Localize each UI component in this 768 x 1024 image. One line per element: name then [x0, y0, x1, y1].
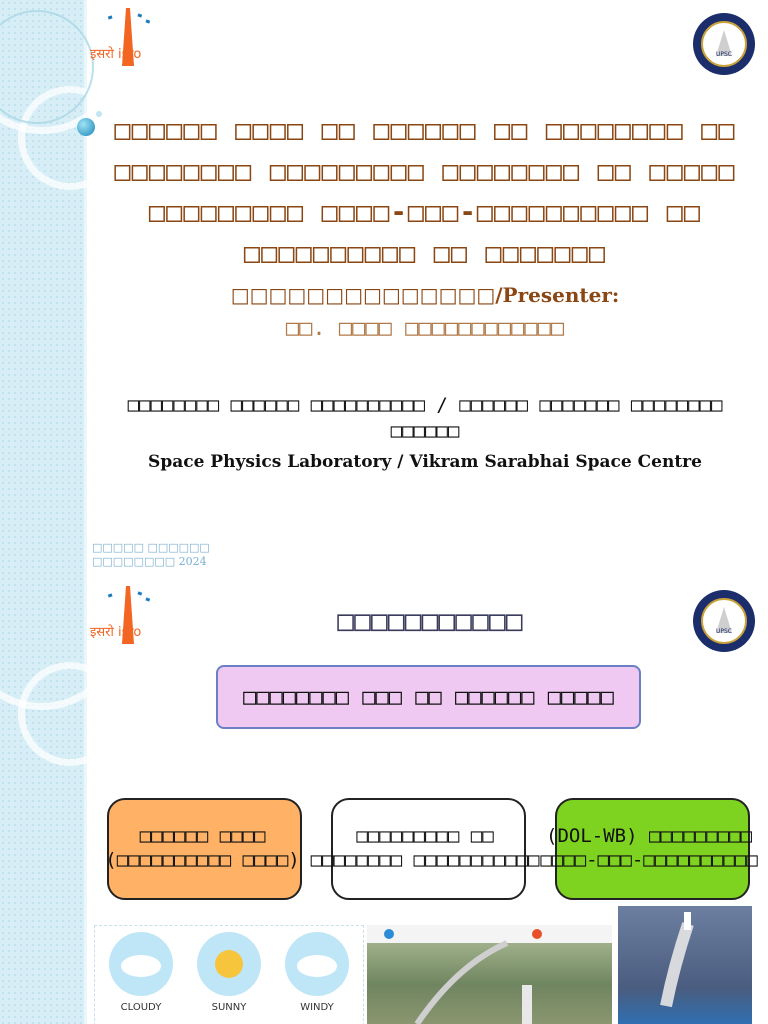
organization-hindi: □□□□□□□□ □□□□□□ □□□□□□□□□□ / □□□□□□ □□□□… [127, 394, 723, 442]
upsc-emblem: UPSC [693, 590, 755, 652]
isro-logo-text: इसरो isro [90, 624, 141, 640]
footer-line: □□□□□ □□□□□□ [92, 541, 210, 554]
weather-label: CLOUDY [121, 1002, 163, 1013]
title-line: □□□□□□□□□ □□□□-□□□-□□□□□□□□□□ □□ [148, 197, 702, 228]
footer-line: □□□□□□□□ 2024 [92, 555, 207, 568]
topic-box-launch-text: □□□□□□□□□ □□ □□□□□□□□ □□□□□□□□□□□ [310, 824, 540, 872]
footer-date: □□□□□ □□□□□□ □□□□□□□□ 2024 [92, 541, 210, 569]
weather-icons-image: CLOUDY SUNNY WINDY [94, 925, 364, 1024]
decorative-ring [18, 662, 122, 766]
box-line: □□□□□□□□□ □□ [356, 825, 494, 847]
upsc-emblem: UPSC [693, 13, 755, 75]
presenter-name: □□. □□□□ □□□□□□□□□□□□ [285, 316, 565, 341]
slide-heading: □□□□□□□□□□□ [337, 604, 523, 637]
box-line: □□□□□□ □□□□ [139, 825, 266, 847]
presenter-label: □□□□□□□□□□□□□□/Presenter: [230, 283, 620, 307]
isro-logo: इसरो isro [90, 586, 151, 644]
outline-slide: इसरो isro UPSC □□□□□□□□□□□ □□□□□□□□ □□□ … [0, 576, 768, 1024]
topic-box-launch [331, 798, 526, 900]
title-slide: इसरो isro UPSC □□□□□□ □□□□ □□ □□□□□□ □□ … [0, 0, 755, 576]
isro-logo: इसरो isro [90, 8, 151, 66]
box-line: (□□□□□□□□□□ □□□□) [105, 849, 300, 871]
launch-site-photo [367, 925, 612, 1024]
svg-text:UPSC: UPSC [716, 628, 732, 635]
box-line: (DOL-WB) □□□□□□□□□ [546, 825, 752, 847]
decorative-bullet-dot [77, 118, 95, 136]
weather-label: SUNNY [212, 1002, 248, 1013]
topic-box-weather [107, 798, 302, 900]
rocket-launch-photo [618, 906, 752, 1024]
weather-label: WINDY [300, 1002, 334, 1013]
title-line: □□□□□□□□ □□□□□□□□□ □□□□□□□□ □□ □□□□□ [114, 156, 736, 187]
topic-box-dolwb [555, 798, 750, 900]
topic-banner: □□□□□□□□ □□□ □□ □□□□□□ □□□□□ [216, 665, 641, 729]
topic-box-dolwb-text: (DOL-WB) □□□□□□□□□ □□□□-□□□-□□□□□□□□□□ [530, 824, 768, 872]
svg-text:UPSC: UPSC [716, 51, 732, 58]
decorative-ring [0, 10, 94, 124]
box-line: □□□□-□□□-□□□□□□□□□□ [540, 849, 758, 871]
isro-logo-text: इसरो isro [90, 46, 141, 62]
presentation-title: □□□□□□ □□□□ □□ □□□□□□ □□ □□□□□□□□ □□ □□□… [100, 110, 750, 274]
topic-box-weather-text: □□□□□□ □□□□ (□□□□□□□□□□ □□□□) [100, 824, 305, 872]
box-line: □□□□□□□□ □□□□□□□□□□□ [310, 849, 540, 871]
title-line: □□□□□□□□□□ □□ □□□□□□□ [243, 238, 607, 269]
organization-english: Space Physics Laboratory / Vikram Sarabh… [148, 452, 702, 472]
decorative-bullet-dot [96, 111, 102, 117]
title-line: □□□□□□ □□□□ □□ □□□□□□ □□ □□□□□□□□ □□ [114, 115, 736, 146]
